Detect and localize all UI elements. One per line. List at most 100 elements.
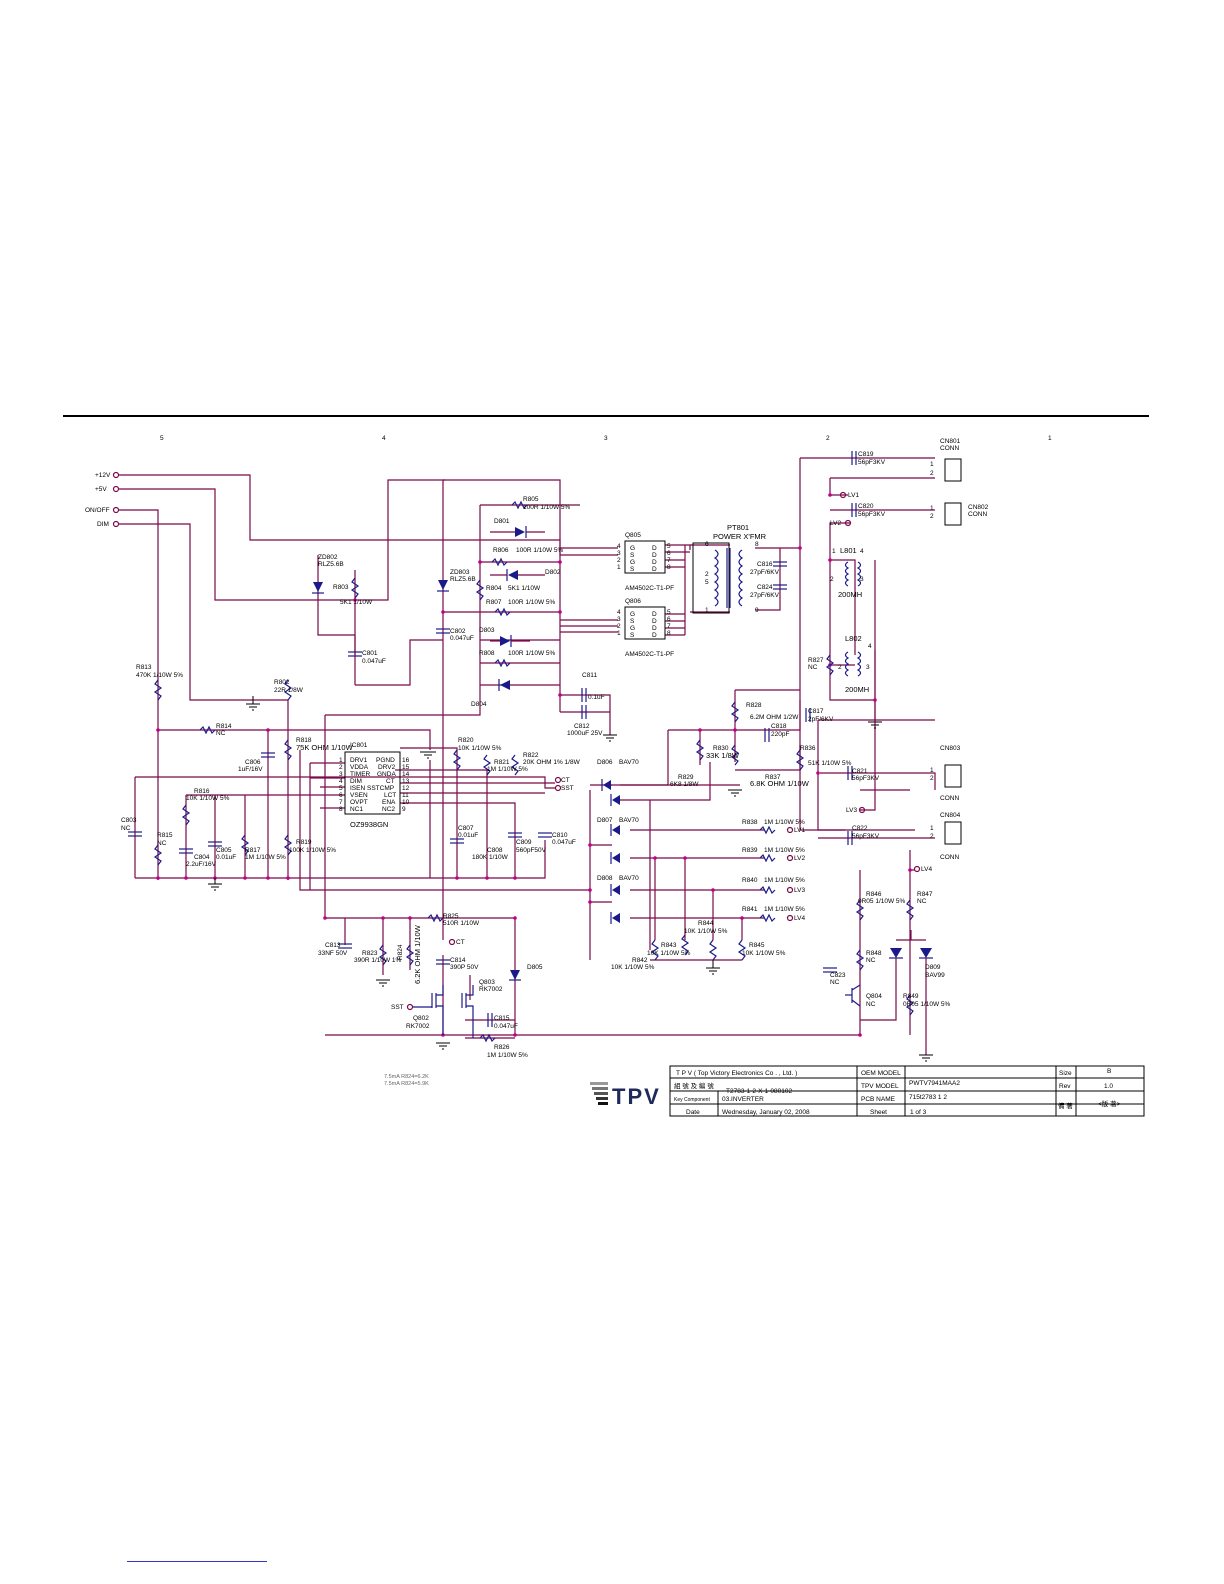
zone-marker: 5 [160,435,164,442]
r842-ref: R842 [632,957,648,964]
c810-ref: C810 [552,832,568,839]
r849-value: 0R05 1/10W 5% [903,1001,951,1008]
net-label-sst-lower: SST [391,1004,404,1011]
component-labels: ZD802 RLZ5.6B R803 5K1 1/10W ZD803 RLZ5.… [121,451,951,1059]
ic-pin-name: GNDA [377,771,396,778]
ic-pin-num: 11 [402,792,409,799]
svg-text:2: 2 [930,513,934,520]
r823-ref: R823 [362,950,378,957]
wires [119,457,936,1039]
top-divider [63,415,1149,417]
svg-text:2: 2 [617,557,621,564]
ic-pin-name: PGND [376,757,395,764]
c816-ref: C816 [757,561,773,568]
r823-value: 390R 1/10W 1% [354,957,402,964]
d805-ref: D805 [527,964,543,971]
svg-text:G: G [630,611,635,618]
zd803-ref: ZD803 [450,569,470,576]
svg-text:4: 4 [860,548,864,555]
tpv-logo-text: TPV [612,1084,661,1109]
svg-text:S: S [630,552,635,559]
svg-text:S: S [630,618,635,625]
svg-text:1: 1 [930,767,934,774]
ic-pin-num: 12 [402,785,410,792]
r843-ref: R843 [661,942,677,949]
q803-ref: Q803 [479,979,495,986]
c820-ref: C820 [858,503,874,510]
sheet-value: 1 of 3 [910,1109,927,1116]
r836-ref: R836 [800,745,816,752]
net-label-ct-lower: CT [456,939,465,946]
ic-pin-name: VDDA [350,764,369,771]
c807-value: 0.01uF [458,832,478,839]
ic-pin-name: DIM [350,778,362,785]
svg-text:D: D [652,566,657,573]
net-label-onoff: ON/OFF [85,507,110,514]
r837-value: 6.8K OHM 1/10W [750,779,810,788]
net-label-lv4-out: LV4 [794,915,805,922]
svg-text:4: 4 [617,609,621,616]
ic-pin-num: 7 [339,799,343,806]
svg-text:8: 8 [755,541,759,548]
date-label: Date [686,1109,700,1116]
size-label: Size [1059,1070,1072,1077]
svg-text:1: 1 [617,630,621,637]
ic-pin-name: CT [386,778,395,785]
d809-value: BAV99 [925,972,945,979]
c808-ref: C808 [487,847,503,854]
svg-text:D: D [652,632,657,639]
r805-ref: R805 [523,496,539,503]
transistors [413,984,861,1038]
r802-ref: R802 [274,679,290,686]
connector-type: CONN [940,854,959,861]
connector-type: CONN [940,445,959,452]
r824-ref: R824 [397,944,404,960]
c812-value: 1000uF 25V [567,730,603,737]
c807-ref: C807 [458,825,474,832]
svg-text:4: 4 [617,543,621,550]
ic-pin-name: DRV1 [350,757,368,764]
pcb-name-label: PCB NAME [861,1096,896,1103]
d806-value: BAV70 [619,759,639,766]
r826-value: 1M 1/10W 5% [487,1052,528,1059]
c809-value: 560pF50V [516,847,547,854]
svg-text:6: 6 [667,550,671,557]
l802-value: 200MH [845,685,869,694]
c813-value: 33NF 50V [318,950,348,957]
ic-pin-num: 8 [339,806,343,813]
net-label-lv2: LV2 [830,520,841,527]
d804-ref: D804 [471,701,487,708]
svg-text:8: 8 [667,564,671,571]
c821-ref: C821 [852,768,868,775]
r808-value: 100R 1/10W 5% [508,650,556,657]
svg-text:2: 2 [930,833,934,840]
r804-value: 5K1 1/10W [508,585,541,592]
r807-value: 100R 1/10W 5% [508,599,556,606]
c818-value: 220pF [771,731,789,738]
pcb-name-value: 715t2783 1 2 [909,1094,947,1101]
ic-pin-name: DRV2 [378,764,396,771]
q804-value: NC [866,1001,876,1008]
svg-text:2: 2 [705,571,709,578]
svg-text:D: D [652,618,657,625]
r819-value: 100K 1/10W 5% [289,847,336,854]
q804-ref: Q804 [866,993,882,1000]
q805-part: AM4502C-T1-PF [625,585,674,592]
r844-ref: R844 [698,920,714,927]
inductor-l802: L802 200MH 243 [838,634,872,694]
net-port [112,471,120,479]
d807-ref: D807 [597,817,613,824]
c815-ref: C815 [494,1015,510,1022]
r821-ref: R821 [494,759,510,766]
net-label-lv4: LV4 [921,866,932,873]
c802-ref: C802 [450,628,466,635]
note: 7.5mA R824=5.9K [384,1081,429,1087]
c805-ref: C805 [216,847,232,854]
net-label-lv2-out: LV2 [794,855,805,862]
title-block: T P V ( Top Victory Electronics Co . , L… [669,1065,1145,1117]
r813-value: 470K 1/10W 5% [136,672,183,679]
r845-value: 10K 1/10W 5% [742,950,786,957]
net-port [112,520,120,528]
c820-value: 56pF3KV [858,511,886,518]
q802-value: RK7002 [406,1023,430,1030]
